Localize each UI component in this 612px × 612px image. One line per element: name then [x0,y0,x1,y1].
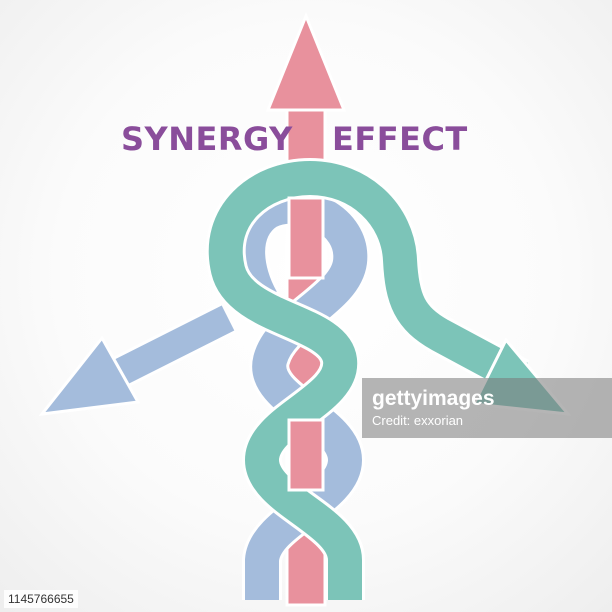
watermark: gettyimages Credit: exxorian [362,378,612,438]
title-effect: EFFECT [332,120,468,158]
pink-arrowhead [265,11,347,112]
title-synergy: SYNERGY [121,120,293,158]
watermark-logo: gettyimages [372,387,495,410]
image-id-label: 1145766655 [4,590,78,608]
pink-shaft-overlap-1 [287,196,325,280]
watermark-credit: Credit: exxorian [372,413,464,428]
pink-shaft-overlap-2 [287,418,325,492]
blue-arrowhead [38,335,141,416]
